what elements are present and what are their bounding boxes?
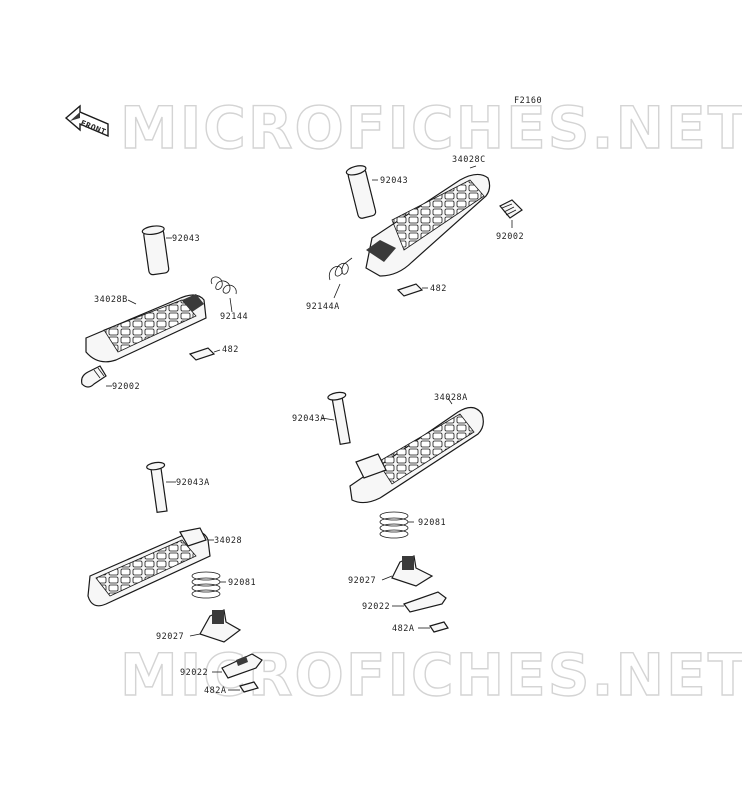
label-92081-right: 92081	[418, 518, 446, 528]
label-92043A-mid: 92043A	[292, 414, 326, 424]
label-92002-left: 92002	[112, 382, 140, 392]
label-92144A: 92144A	[306, 302, 340, 312]
footpeg-34028A	[321, 391, 484, 633]
label-92043-top-right: 92043	[380, 176, 408, 186]
label-92144: 92144	[220, 312, 248, 322]
diagram-code: F2160	[514, 96, 542, 106]
spring-92081-left-icon	[191, 571, 221, 599]
front-arrow-icon: FRONT	[64, 104, 109, 138]
watermark-top: MICROFICHES.NET	[120, 94, 742, 162]
label-34028C: 34028C	[452, 155, 486, 165]
spring-92144-icon	[210, 276, 237, 295]
label-482-right: 482	[430, 284, 447, 294]
footpeg-34028	[87, 461, 263, 693]
spring-92081-right-icon	[379, 511, 409, 539]
footpeg-34028C	[328, 165, 523, 299]
label-34028B: 34028B	[94, 295, 128, 305]
spring-92144A-icon	[328, 257, 353, 281]
label-92081-left: 92081	[228, 578, 256, 588]
watermark-bottom: MICROFICHES.NET	[120, 641, 742, 709]
label-92027-right: 92027	[348, 576, 376, 586]
label-482-left: 482	[222, 345, 239, 355]
label-92022-left: 92022	[180, 668, 208, 678]
label-482A-left: 482A	[204, 686, 226, 696]
bracket-92027-right-icon	[391, 555, 434, 587]
label-34028A: 34028A	[434, 393, 468, 403]
label-34028: 34028	[214, 536, 242, 546]
label-482A-right: 482A	[392, 624, 414, 634]
bracket-92027-left-icon	[199, 609, 242, 643]
cap-92002-left-icon	[81, 365, 107, 388]
label-92022-right: 92022	[362, 602, 390, 612]
label-92027-left: 92027	[156, 632, 184, 642]
label-92043-top-left: 92043	[172, 234, 200, 244]
footpeg-34028B	[81, 225, 237, 388]
label-92043A-left: 92043A	[176, 478, 210, 488]
cap-92002-right-icon	[499, 199, 523, 219]
label-92002-right: 92002	[496, 232, 524, 242]
